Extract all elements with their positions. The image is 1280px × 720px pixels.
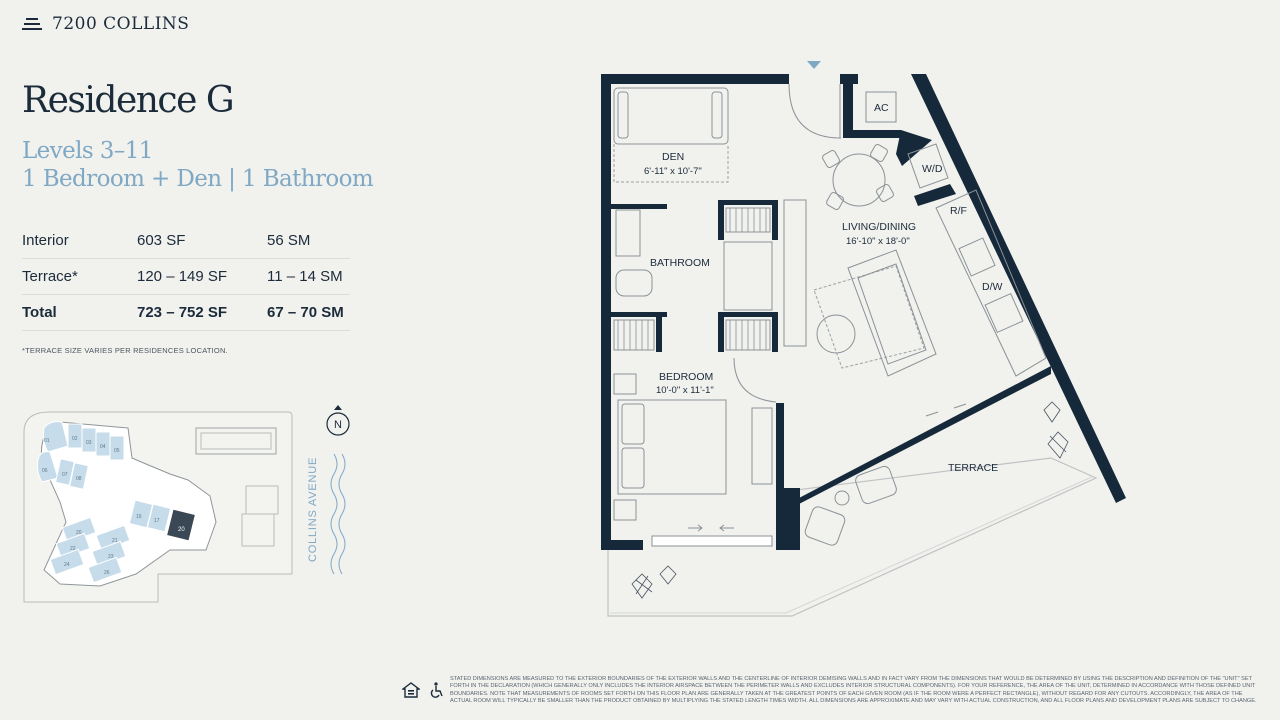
- area-sm: 67 – 70 SM: [267, 304, 344, 321]
- accessibility-icon: [430, 682, 443, 698]
- area-label: Terrace*: [22, 268, 78, 285]
- living-dims: 16'-10" x 18'-0": [846, 236, 910, 247]
- unit-number: 07: [62, 472, 68, 478]
- legal-disclaimer: Stated dimensions are measured to the ex…: [450, 676, 1257, 704]
- unit-number: 23: [108, 554, 114, 560]
- north-label: N: [334, 419, 342, 431]
- unit-number: 24: [64, 562, 70, 568]
- area-label: Interior: [22, 232, 69, 249]
- compliance-icons: [402, 682, 444, 698]
- rf-label: R/F: [950, 205, 967, 217]
- area-sm: 56 SM: [267, 232, 311, 249]
- unit-number: 26: [104, 570, 110, 576]
- area-sf: 723 – 752 SF: [137, 304, 228, 321]
- terrace-label: TERRACE: [948, 462, 998, 474]
- living-label: LIVING/DINING: [842, 221, 916, 233]
- den-dims: 6'-11" x 10'-7": [644, 166, 702, 177]
- unit-number: 02: [72, 436, 78, 442]
- area-row-terrace: Terrace* 120 – 149 SF 11 – 14 SM: [22, 259, 350, 295]
- area-sf: 603 SF: [137, 232, 186, 249]
- bathroom-label: BATHROOM: [650, 257, 710, 269]
- brand-name[interactable]: 7200 COLLINS: [52, 14, 190, 34]
- area-label: Total: [22, 304, 57, 321]
- equal-housing-icon: [402, 682, 420, 698]
- dw-label: D/W: [982, 281, 1003, 293]
- unit-number: 05: [114, 448, 120, 454]
- unit-number: 01: [44, 438, 50, 444]
- residence-summary: 1 Bedroom + Den | 1 Bathroom: [22, 166, 374, 192]
- north-arrow-icon: N: [326, 405, 350, 436]
- bedroom-label: BEDROOM: [659, 371, 713, 383]
- floor-plan: DEN 6'-11" x 10'-7" BATHROOM BEDROOM 10'…: [601, 61, 1126, 617]
- unit-number: 20: [76, 530, 82, 536]
- unit-number: 04: [100, 444, 106, 450]
- den-label: DEN: [662, 151, 684, 163]
- area-sf: 120 – 149 SF: [137, 268, 228, 285]
- terrace-note: *TERRACE SIZE VARIES PER RESIDENCES LOCA…: [22, 346, 228, 355]
- unit-number: 22: [70, 546, 76, 552]
- highlighted-unit: [167, 509, 195, 541]
- menu-icon[interactable]: [22, 17, 42, 31]
- area-sm: 11 – 14 SM: [267, 268, 343, 285]
- residence-levels: Levels 3–11: [22, 138, 153, 164]
- unit-number: 08: [76, 476, 82, 482]
- area-table: Interior 603 SF 56 SM Terrace* 120 – 149…: [22, 223, 350, 331]
- ac-label: AC: [874, 102, 889, 114]
- plant-icon: [631, 401, 1069, 599]
- highlighted-unit-label: 20: [178, 527, 185, 533]
- bedroom-dims: 10'-0" x 11'-1": [656, 385, 714, 396]
- wd-label: W/D: [922, 163, 943, 175]
- area-row-interior: Interior 603 SF 56 SM: [22, 223, 350, 259]
- area-row-total: Total 723 – 752 SF 67 – 70 SM: [22, 295, 350, 331]
- key-plan: 20 01 02 03 04 05 06 07 08 16 17 20 22 2…: [23, 405, 350, 603]
- unit-number: 21: [112, 538, 118, 544]
- unit-number: 16: [136, 514, 142, 520]
- entry-marker-icon: [807, 61, 821, 69]
- unit-number: 03: [86, 440, 92, 446]
- street-label: COLLINS AVENUE: [307, 457, 319, 562]
- unit-number: 17: [154, 518, 160, 524]
- unit-number: 06: [42, 468, 48, 474]
- residence-title: Residence G: [22, 80, 235, 121]
- brand: 7200 COLLINS: [22, 14, 189, 34]
